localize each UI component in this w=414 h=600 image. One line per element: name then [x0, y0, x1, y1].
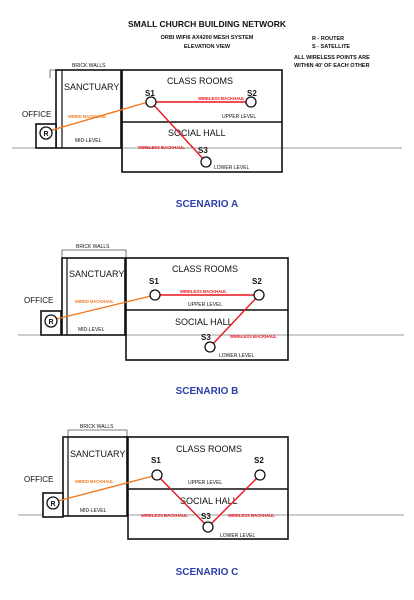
diagram-subtitle: ORBI WIFI6 AX4200 MESH SYSTEM — [161, 35, 254, 41]
classrooms-socialhall-block — [127, 436, 289, 540]
satellite-s2-icon — [254, 469, 266, 481]
scenario-c-title: SCENARIO C — [176, 567, 239, 578]
router-icon — [39, 126, 53, 140]
wired-backhaul-link — [53, 474, 158, 503]
wireless-backhaul-s2-s3 — [209, 294, 260, 348]
sanctuary-label: SANCTUARY — [64, 82, 119, 92]
classrooms-socialhall-block — [125, 257, 289, 361]
social-hall-label: SOCIAL HALL — [175, 317, 233, 327]
wired-backhaul-label: WIRED BACKHAUL — [75, 479, 114, 484]
diagram-title: SMALL CHURCH BUILDING NETWORK — [128, 19, 287, 29]
satellite-s1-icon — [149, 289, 161, 301]
sanctuary-label: SANCTUARY — [70, 449, 125, 459]
lower-level-label: LOWER LEVEL — [220, 533, 256, 539]
upper-level-label: UPPER LEVEL — [188, 302, 222, 308]
s1-label: S1 — [149, 277, 159, 286]
brick-walls-label: BRICK WALLS — [72, 63, 106, 69]
upper-level-label: UPPER LEVEL — [188, 480, 222, 486]
class-rooms-label: CLASS ROOMS — [176, 444, 242, 454]
satellite-s2-icon — [253, 289, 265, 301]
class-rooms-label: CLASS ROOMS — [172, 264, 238, 274]
router-symbol: R — [43, 131, 48, 138]
brick-walls-bracket — [67, 429, 128, 438]
legend-router: R - ROUTER — [312, 36, 344, 42]
scenario-b: BRICK WALLS SANCTUARY MID-LEVEL CLASS RO… — [18, 244, 404, 397]
router-icon — [46, 496, 60, 510]
office-label: OFFICE — [22, 110, 51, 119]
office-label: OFFICE — [24, 475, 53, 484]
social-hall-label: SOCIAL HALL — [180, 496, 238, 506]
legend-satellite: S - SATELLITE — [312, 44, 350, 50]
social-hall-label: SOCIAL HALL — [168, 128, 226, 138]
wireless-backhaul-label: WIRELESS BACKHAUL — [198, 96, 245, 101]
satellite-s1-icon — [151, 469, 163, 481]
wireless-backhaul-s1-s3 — [150, 101, 207, 163]
router-symbol: R — [48, 319, 53, 326]
satellite-s3-icon — [204, 341, 216, 353]
wired-backhaul-link — [48, 101, 149, 132]
s1-label: S1 — [151, 456, 161, 465]
lower-level-label: LOWER LEVEL — [219, 353, 255, 359]
sanctuary-label: SANCTUARY — [69, 269, 124, 279]
s2-label: S2 — [252, 277, 262, 286]
brick-walls-label: BRICK WALLS — [80, 424, 114, 430]
wired-backhaul-label: WIRED BACKHAUL — [75, 299, 114, 304]
wireless-backhaul-s2-s3 — [207, 474, 261, 528]
satellite-s3-icon — [202, 521, 214, 533]
mid-level-label: MID-LEVEL — [75, 138, 102, 144]
upper-level-label: UPPER LEVEL — [222, 114, 256, 120]
router-symbol: R — [50, 501, 55, 508]
wireless-backhaul-label: WIRELESS BACKHAUL — [180, 289, 227, 294]
wireless-backhaul-label-right: WIRELESS BACKHAUL — [228, 513, 275, 518]
sanctuary-room — [55, 69, 122, 149]
s2-label: S2 — [247, 89, 257, 98]
wireless-backhaul-label-lower: WIRELESS BACKHAUL — [230, 334, 277, 339]
legend-note-line1: ALL WIRELESS POINTS ARE — [294, 55, 370, 61]
satellite-s2-icon — [245, 96, 257, 108]
s3-label: S3 — [201, 333, 211, 342]
scenario-a-title: SCENARIO A — [176, 199, 238, 210]
satellite-s3-icon — [200, 156, 212, 168]
wired-backhaul-label: WIRED BACKHAUL — [68, 114, 107, 119]
wired-backhaul-link — [51, 294, 156, 321]
s2-label: S2 — [254, 456, 264, 465]
wireless-backhaul-label-left: WIRELESS BACKHAUL — [141, 513, 188, 518]
brick-walls-bracket — [61, 249, 127, 258]
mid-level-label: MID-LEVEL — [78, 327, 105, 333]
scenario-c: BRICK WALLS SANCTUARY MID-LEVEL CLASS RO… — [18, 424, 404, 578]
office-label: OFFICE — [24, 296, 53, 305]
sanctuary-room — [61, 257, 126, 336]
scenario-a: BRICK WALLS SANCTUARY MID-LEVEL CLASS RO… — [12, 63, 402, 210]
s3-label: S3 — [201, 512, 211, 521]
router-icon — [44, 314, 58, 328]
satellite-s1-icon — [145, 96, 157, 108]
scenario-b-title: SCENARIO B — [176, 386, 239, 397]
sanctuary-room — [62, 436, 128, 517]
wireless-backhaul-s1-s3 — [156, 474, 209, 528]
mid-level-label: MID-LEVEL — [80, 508, 107, 514]
lower-level-label: LOWER LEVEL — [214, 165, 250, 171]
legend-note-line2: WITHIN 40' OF EACH OTHER — [294, 63, 370, 69]
class-rooms-label: CLASS ROOMS — [167, 76, 233, 86]
s1-label: S1 — [145, 89, 155, 98]
brick-walls-label: BRICK WALLS — [76, 244, 110, 250]
s3-label: S3 — [198, 146, 208, 155]
diagram-view-label: ELEVATION VIEW — [184, 44, 231, 50]
wireless-backhaul-label-lower: WIRELESS BACKHAUL — [138, 145, 185, 150]
